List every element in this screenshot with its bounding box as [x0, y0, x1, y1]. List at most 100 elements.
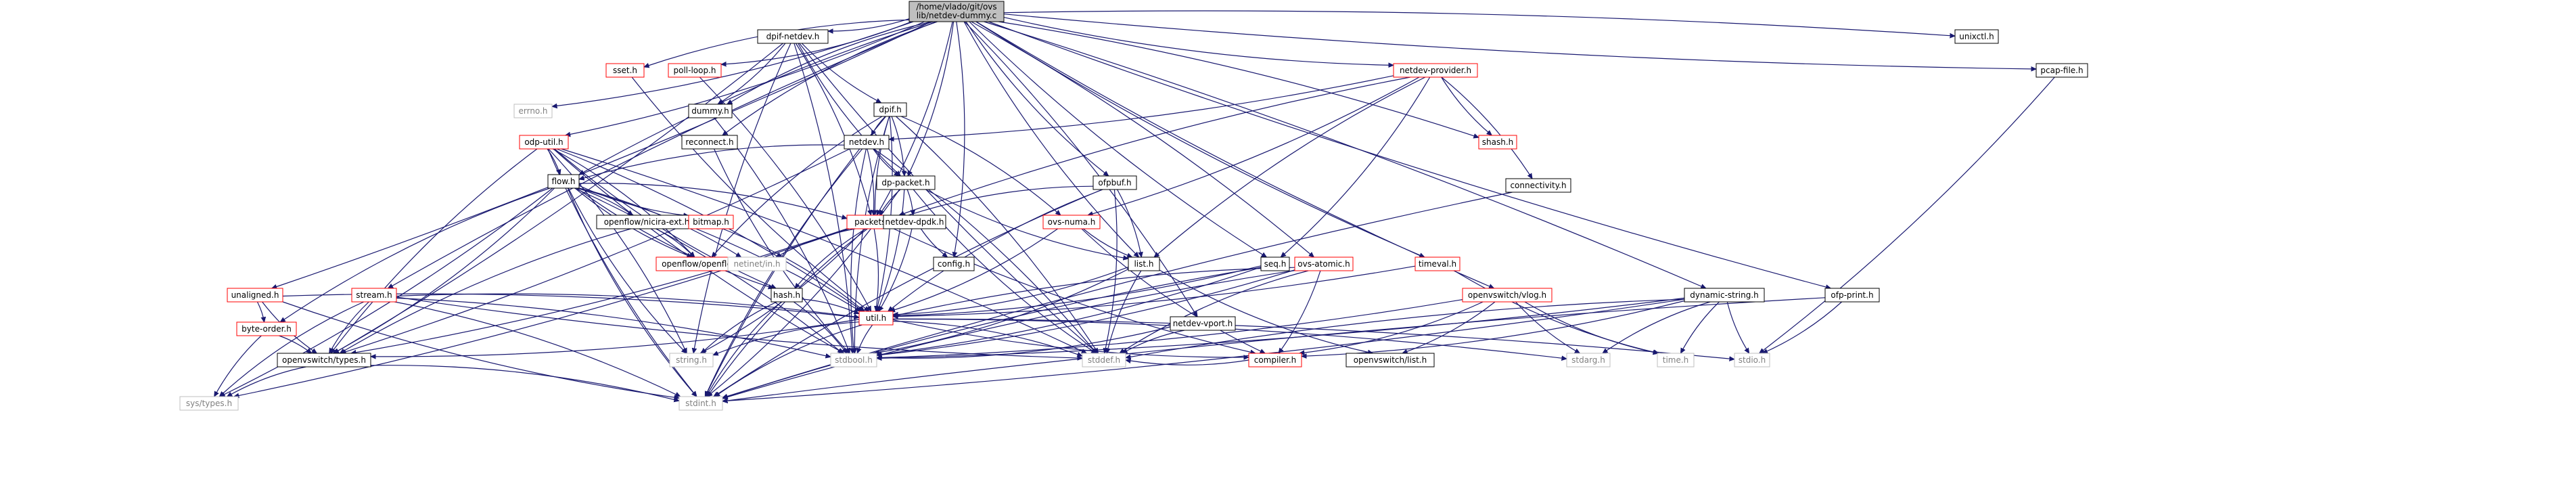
node-ovs-numa[interactable]: ovs-numa.h: [1042, 215, 1101, 229]
node-vlog[interactable]: openvswitch/vlog.h: [1462, 288, 1552, 303]
node-poll-loop[interactable]: poll-loop.h: [668, 63, 722, 78]
edge-ovs-atomic-to-compiler: [1279, 270, 1321, 353]
node-dp-packet[interactable]: dp-packet.h: [876, 175, 936, 190]
node-netdev-provider[interactable]: netdev-provider.h: [1393, 63, 1478, 78]
node-dynamic-string[interactable]: dynamic-string.h: [1684, 288, 1765, 303]
node-dummy[interactable]: dummy.h: [688, 104, 733, 118]
node-odp-util-box: [519, 135, 569, 150]
node-netdev-box: [844, 135, 890, 150]
node-timeval[interactable]: timeval.h: [1414, 257, 1460, 271]
node-stream[interactable]: stream.h: [351, 288, 397, 303]
edge-dpif-to-util: [877, 116, 893, 311]
node-byte-order[interactable]: byte-order.h: [236, 321, 297, 336]
node-netdev-vport[interactable]: netdev-vport.h: [1170, 316, 1236, 331]
node-poll-loop-box: [668, 63, 722, 78]
node-list[interactable]: list.h: [1128, 257, 1160, 271]
node-flow-label: flow.h: [551, 177, 575, 186]
node-util[interactable]: util.h: [858, 311, 894, 326]
node-hash[interactable]: hash.h: [770, 288, 803, 303]
node-sset[interactable]: sset.h: [605, 63, 645, 78]
node-unaligned-box: [227, 288, 283, 303]
edge-reconnect-to-stdbool: [714, 148, 850, 353]
edge-util-to-compiler: [892, 319, 1249, 357]
node-stddef: stddef.h: [1082, 353, 1126, 368]
node-reconnect-box: [681, 135, 738, 150]
node-connectivity-label: connectivity.h: [1510, 181, 1566, 190]
node-dp-packet-box: [876, 175, 936, 190]
node-ofpbuf[interactable]: ofpbuf.h: [1092, 175, 1137, 190]
node-vlog-box: [1462, 288, 1552, 303]
node-sset-box: [605, 63, 645, 78]
node-compiler-label: compiler.h: [1254, 355, 1297, 365]
node-ovs-list[interactable]: openvswitch/list.h: [1346, 353, 1435, 368]
edge-list-to-stdbool: [874, 269, 1129, 353]
node-reconnect-label: reconnect.h: [685, 137, 733, 147]
node-dynamic-string-label: dynamic-string.h: [1690, 290, 1759, 300]
node-odp-util[interactable]: odp-util.h: [519, 135, 569, 150]
node-unixctl[interactable]: unixctl.h: [1954, 29, 1999, 44]
edge-ovs-numa-to-util: [890, 228, 1058, 311]
edge-dynamic-string-to-stdint: [722, 298, 1685, 401]
node-pcap-file-label: pcap-file.h: [2040, 66, 2083, 75]
edge-flow-to-bitmap: [578, 185, 689, 216]
edge-pcap-file-to-stdio: [1760, 76, 2055, 353]
node-list-label: list.h: [1134, 259, 1153, 269]
node-seq[interactable]: seq.h: [1260, 257, 1290, 271]
edge-root-to-errno: [552, 21, 914, 106]
node-vlog-label: openvswitch/vlog.h: [1468, 290, 1546, 300]
node-ofp-print[interactable]: ofp-print.h: [1824, 288, 1880, 303]
edge-root-to-stream: [388, 21, 936, 289]
node-netdev-dpdk-box: [883, 215, 946, 229]
node-ovs-atomic[interactable]: ovs-atomic.h: [1294, 257, 1354, 271]
edge-root-to-flow: [579, 21, 934, 175]
edge-netdev-to-packets: [867, 148, 874, 215]
node-compiler[interactable]: compiler.h: [1248, 353, 1302, 368]
edge-dpif-to-stddef: [896, 116, 1099, 353]
edge-dpif-netdev-to-stddef: [799, 43, 1098, 353]
node-connectivity[interactable]: connectivity.h: [1505, 178, 1571, 193]
node-seq-label: seq.h: [1264, 259, 1287, 269]
edge-list-to-ovs-list: [1159, 269, 1373, 353]
node-ofp-print-box: [1824, 288, 1880, 303]
edge-unaligned-to-byte-order: [256, 301, 264, 322]
node-dummy-box: [688, 104, 733, 118]
node-util-label: util.h: [866, 313, 886, 323]
edge-dpif-to-dp-packet: [891, 116, 904, 176]
node-shash[interactable]: shash.h: [1478, 135, 1517, 150]
node-dpif-netdev[interactable]: dpif-netdev.h: [757, 29, 829, 44]
node-pcap-file[interactable]: pcap-file.h: [2036, 63, 2088, 78]
edge-root-to-timeval: [975, 21, 1425, 257]
node-bitmap[interactable]: bitmap.h: [688, 215, 734, 229]
node-unixctl-label: unixctl.h: [1959, 32, 1994, 41]
node-ovs-types[interactable]: openvswitch/types.h: [277, 353, 371, 368]
node-nicira-ext[interactable]: openflow/nicira-ext.h: [596, 215, 697, 229]
edge-ofpbuf-to-list: [1117, 189, 1142, 257]
edge-root-to-config: [954, 21, 965, 257]
node-dpif[interactable]: dpif.h: [873, 102, 907, 117]
edge-root-to-ofpbuf: [965, 21, 1109, 176]
edge-compiler-to-stddef: [1126, 360, 1249, 365]
node-netdev-label: netdev.h: [849, 137, 884, 147]
node-reconnect[interactable]: reconnect.h: [681, 135, 738, 150]
edge-dpif-to-netdev: [871, 116, 886, 135]
edge-ovs-numa-to-list: [1082, 228, 1132, 257]
edge-netdev-vport-to-stddef: [1122, 330, 1185, 354]
node-unaligned[interactable]: unaligned.h: [227, 288, 283, 303]
node-flow[interactable]: flow.h: [547, 174, 580, 189]
node-netdev-provider-label: netdev-provider.h: [1400, 66, 1471, 75]
edge-util-to-stdint: [715, 324, 862, 397]
edge-ovs-types-to-stdint: [370, 365, 679, 401]
node-netdev[interactable]: netdev.h: [844, 135, 890, 150]
node-sys-types: sys/types.h: [179, 396, 239, 411]
node-openflow[interactable]: openflow/openflow.h: [656, 257, 752, 271]
edge-hash-to-string: [702, 301, 777, 353]
node-netdev-dpdk[interactable]: netdev-dpdk.h: [883, 215, 946, 229]
edge-netdev-provider-to-list: [1154, 76, 1426, 257]
edge-stream-to-sys-types: [219, 301, 365, 397]
node-config[interactable]: config.h: [933, 257, 975, 271]
edge-root-to-unixctl: [1003, 10, 1955, 36]
edge-flow-to-ovs-types: [333, 187, 555, 354]
node-unaligned-label: unaligned.h: [231, 290, 279, 300]
